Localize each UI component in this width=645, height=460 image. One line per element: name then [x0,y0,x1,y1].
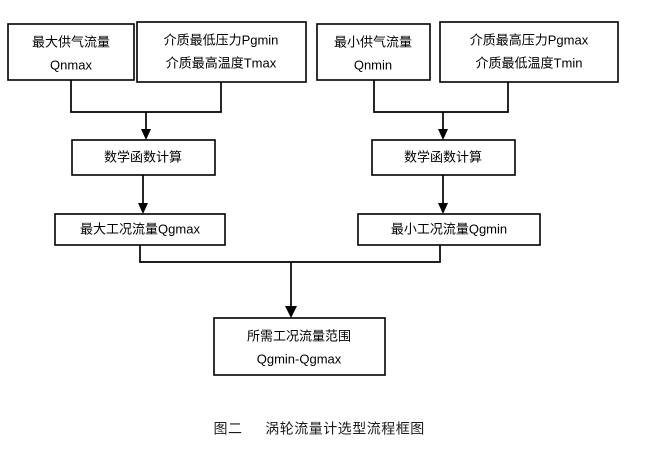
node-min-pressure-max-temp: 介质最低压力Pgmin 介质最高温度Tmax [136,21,307,83]
node-label-line1: 最大供气流量 [32,34,110,49]
connector-right-merge-bracket [373,80,509,113]
node-box-outline [439,21,619,83]
node-label-line1: 数学函数计算 [104,149,182,164]
node-label-line1: 最大工况流量Qgmax [80,221,200,236]
node-box-outline [371,139,516,176]
node-label-line2: Qnmin [354,57,392,72]
node-qgmin-result: 最小工况流量Qgmin [357,213,541,246]
node-box-outline [136,21,307,83]
node-box-outline [316,23,431,81]
connector-left-merge-bracket [70,80,222,113]
node-label-line1: 所需工况流量范围 [247,328,351,343]
node-label-line2: Qnmax [50,57,92,72]
connector-bottom-merge-bracket [139,245,441,263]
node-label-line1: 介质最高压力Pgmax [470,32,589,47]
node-box-outline [213,317,386,376]
caption-title: 涡轮流量计选型流程框图 [265,421,425,437]
node-box-outline [54,213,226,246]
figure-caption: 图二 涡轮流量计选型流程框图 [214,421,425,437]
arrowhead-to-flow-range [285,306,297,318]
node-math-calc-left: 数学函数计算 [71,139,216,176]
node-box-outline [7,23,135,81]
arrowhead-right-to-math-calc [438,129,448,140]
node-box-outline [71,139,216,176]
arrowhead-left-calc-to-result [138,203,148,214]
node-label-line1: 最小供气流量 [334,34,412,49]
node-label-line1: 最小工况流量Qgmin [391,221,507,236]
caption-label: 图二 [214,421,243,437]
node-max-pressure-min-temp: 介质最高压力Pgmax 介质最低温度Tmin [439,21,619,83]
node-min-supply-flow: 最小供气流量 Qnmin [316,23,431,81]
arrowhead-left-to-math-calc [141,129,151,140]
arrowhead-right-calc-to-result [438,203,448,214]
node-max-supply-flow: 最大供气流量 Qnmax [7,23,135,81]
node-label-line2: Qgmin-Qgmax [257,351,342,366]
node-flow-range-result: 所需工况流量范围 Qgmin-Qgmax [213,317,386,376]
node-math-calc-right: 数学函数计算 [371,139,516,176]
node-label-line1: 介质最低压力Pgmin [164,32,279,47]
node-label-line1: 数学函数计算 [404,149,482,164]
node-box-outline [357,213,541,246]
node-label-line2: 介质最低温度Tmin [476,55,583,70]
node-label-line2: 介质最高温度Tmax [166,55,277,70]
node-qgmax-result: 最大工况流量Qgmax [54,213,226,246]
